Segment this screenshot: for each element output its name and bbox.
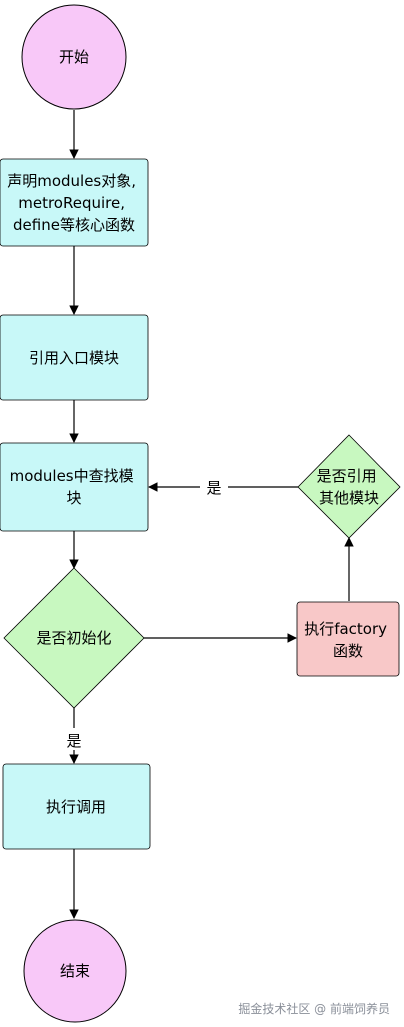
decision-initialized-node: [3, 567, 145, 709]
decision-initialized-label: 是否初始化: [36, 629, 111, 647]
decision-references-label: 是否引用 其他模块: [317, 467, 382, 507]
run-call-node: [2, 763, 151, 850]
import-entry-label: 引用入口模块: [29, 349, 119, 367]
run-factory-node: [296, 601, 400, 677]
decision-references-node: [297, 434, 401, 539]
run-factory-label: 执行factory 函数: [304, 620, 392, 660]
end-node: [23, 919, 127, 1023]
edge-label-refs-yes: 是: [206, 479, 221, 497]
declare-functions-node: [0, 158, 149, 247]
edge-label-init-yes: 是: [66, 732, 81, 750]
run-call-label: 执行调用: [46, 798, 106, 816]
end-label: 结束: [60, 962, 90, 980]
start-node: [21, 4, 127, 110]
import-entry-node: [0, 314, 149, 401]
lookup-module-label: modules中查找模 块: [10, 467, 139, 507]
watermark: 掘金技术社区 @ 前端饲养员: [238, 1002, 390, 1016]
lookup-module-node: [0, 442, 149, 532]
declare-functions-label: 声明modules对象, metroRequire, define等核心函数: [7, 172, 141, 234]
start-label: 开始: [59, 48, 89, 66]
